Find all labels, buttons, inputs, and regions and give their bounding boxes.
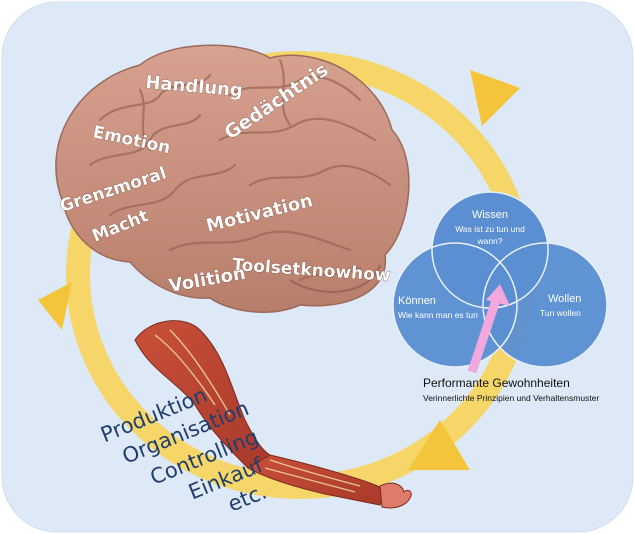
- arm-upper: [134, 320, 271, 469]
- brain-folds: [88, 58, 392, 282]
- performante-title: Performante Gewohnheiten: [423, 376, 570, 390]
- venn-wissen-sub-line1: Was ist zu tun und: [455, 224, 525, 234]
- cycle-arrowhead-top-right: [470, 70, 520, 126]
- arrow-shaft: [467, 298, 501, 374]
- venn-koennen-sub: Wie kann man es tun: [398, 310, 478, 320]
- upward-arrow-icon: [467, 284, 510, 374]
- arrow-head: [486, 284, 510, 306]
- venn-wissen-title: Wissen: [472, 209, 508, 221]
- arm-tendons: [154, 329, 361, 493]
- cycle-arrowhead-left: [38, 282, 72, 330]
- venn-koennen-title: Können: [398, 295, 436, 307]
- venn-circle-wollen: [482, 242, 608, 368]
- brain-cerebellum: [289, 264, 381, 293]
- venn-wissen-sub-line2: wann?: [476, 236, 502, 246]
- performante-subtitle: Verinnerlichte Prinzipien und Verhaltens…: [423, 393, 599, 403]
- cycle-arrowhead-bottom-right: [408, 420, 470, 470]
- brain-illustration: [55, 44, 410, 313]
- venn-wollen-title: Wollen: [548, 293, 581, 305]
- arm-muscle-illustration: [134, 320, 412, 509]
- arm-hand: [379, 482, 412, 509]
- venn-wollen-sub: Tun wollen: [540, 308, 581, 318]
